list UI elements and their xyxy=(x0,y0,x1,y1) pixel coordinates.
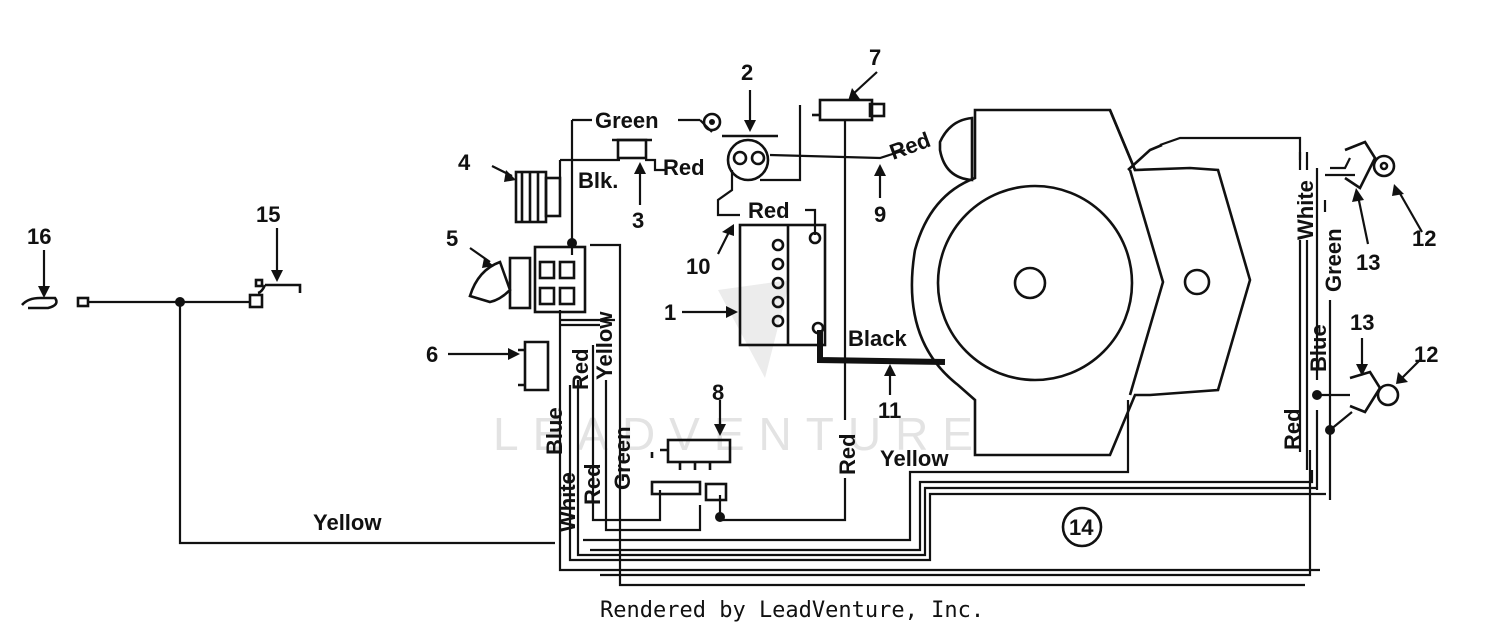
wire-label-red-connector: Red xyxy=(568,348,593,390)
wire-label-red-switch: Red xyxy=(663,155,705,180)
label-4: 4 xyxy=(458,150,471,175)
label-10: 10 xyxy=(686,254,710,279)
component-16 xyxy=(21,296,90,310)
engine xyxy=(910,108,1252,457)
wire-label-red-starter: Red xyxy=(886,127,934,165)
component-1-battery xyxy=(738,223,827,347)
wire-label-yellow-bottom: Yellow xyxy=(880,446,949,471)
wire-label-red-battery: Red xyxy=(748,198,790,223)
callout-arrows xyxy=(38,71,1423,436)
wire-label-green-left: Green xyxy=(610,426,635,490)
label-11: 11 xyxy=(878,398,901,423)
component-7 xyxy=(812,98,886,122)
label-6: 6 xyxy=(426,342,438,367)
wire-label-green-right: Green xyxy=(1321,228,1346,292)
footer-credit: Rendered by LeadVenture, Inc. xyxy=(600,598,984,623)
component-5 xyxy=(468,245,587,314)
component-numbers: 2 7 3 9 10 1 4 5 6 8 11 15 16 12 13 13 1… xyxy=(27,45,1438,548)
label-16: 16 xyxy=(27,224,51,249)
label-9: 9 xyxy=(874,202,886,227)
label-3: 3 xyxy=(632,208,644,233)
wire-label-yellow-harness: Yellow xyxy=(313,510,382,535)
watermark: LEADVENTURE xyxy=(493,280,987,460)
component-6 xyxy=(518,340,550,392)
label-2: 2 xyxy=(741,60,753,85)
wire-label-white-left: White xyxy=(555,472,580,532)
label-5: 5 xyxy=(446,226,458,251)
label-12-lower: 12 xyxy=(1414,342,1438,367)
label-13-lower: 13 xyxy=(1350,310,1374,335)
label-14: 14 xyxy=(1069,515,1094,540)
component-2 xyxy=(702,112,778,182)
label-15: 15 xyxy=(256,202,280,227)
label-13-upper: 13 xyxy=(1356,250,1380,275)
wire-label-yellow-connector: Yellow xyxy=(592,311,617,380)
wire-label-red-left: Red xyxy=(580,463,605,505)
wire-label-red-right: Red xyxy=(1280,408,1305,450)
wire-label-white-right: White xyxy=(1293,180,1318,240)
wire-label-blk: Blk. xyxy=(578,168,618,193)
component-12-13-lower xyxy=(1349,370,1400,414)
component-4 xyxy=(514,170,562,224)
wire-label-green-top: Green xyxy=(595,108,659,133)
wire-label-black: Black xyxy=(848,326,907,351)
component-3 xyxy=(612,138,652,160)
wire-label-blue-right: Blue xyxy=(1306,324,1331,372)
watermark-text: LEADVENTURE xyxy=(493,408,987,460)
label-7: 7 xyxy=(869,45,881,70)
label-8: 8 xyxy=(712,380,724,405)
wire-label-red-center: Red xyxy=(835,433,860,475)
component-15 xyxy=(248,278,302,309)
wiring xyxy=(88,105,1355,587)
component-8 xyxy=(650,438,732,502)
component-12-13-upper xyxy=(1344,140,1396,190)
label-1: 1 xyxy=(664,300,676,325)
wire-label-blue-left: Blue xyxy=(542,407,567,455)
label-12-upper: 12 xyxy=(1412,226,1436,251)
